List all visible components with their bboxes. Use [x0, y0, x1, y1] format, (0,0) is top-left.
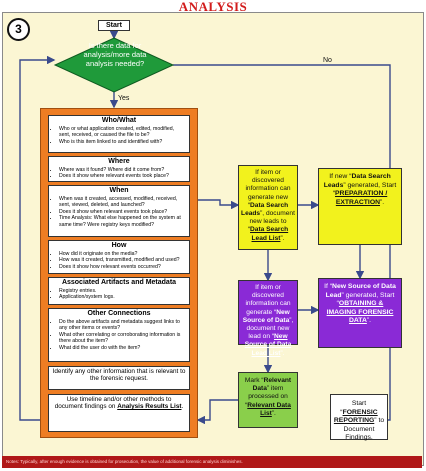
yellow-box-start-preparation: If new “Data Search Leads” generated, St…	[318, 168, 402, 245]
yellow-box-data-search-leads: If item or discovered information can ge…	[238, 165, 298, 250]
section-artifacts: Associated Artifacts and Metadata Regist…	[48, 277, 190, 305]
section-other-connections: Other Connections Do the above artifacts…	[48, 308, 190, 362]
list-item: Time Analysis: What else happened on the…	[59, 215, 186, 228]
data-search-lead-list-link: Data Search Lead List	[250, 226, 289, 242]
white-box-forensic-reporting: Start “FORENSIC REPORTING” to Document F…	[330, 394, 388, 441]
section-title: How	[111, 242, 127, 249]
list-item: Who or what application created, edited,…	[59, 126, 186, 139]
list-item: Where was it found? Where did it come fr…	[59, 167, 186, 173]
preparation-extraction-link: PREPARATION / EXTRACTION	[335, 190, 388, 206]
list-item: What did the user do with the item?	[59, 345, 186, 351]
section-where: Where Where was it found? Where did it c…	[48, 156, 190, 182]
section-how: How How did it originate on the media? H…	[48, 240, 190, 274]
list-item: How was it created, transmitted, modifie…	[59, 257, 186, 263]
identify-box: Identify any other information that is r…	[48, 366, 190, 390]
new-source-lead-list-link: New Source of Data Lead List	[244, 333, 292, 357]
list-item: Does it show where relevant events took …	[59, 173, 186, 179]
list-item: Do the above artifacts and metadata sugg…	[59, 319, 186, 332]
section-title: Associated Artifacts and Metadata	[61, 279, 177, 286]
obtaining-imaging-link: OBTAINING & IMAGING FORENSIC DATA	[326, 300, 394, 324]
section-title: Other Connections	[87, 310, 151, 317]
list-item: When was it created, accessed, modified,…	[59, 196, 186, 209]
page-title: ANALYSIS	[178, 0, 248, 14]
start-box: Start	[98, 20, 130, 31]
purple-box-new-source-of-data: If item or discovered information can ge…	[238, 280, 298, 357]
list-item: Who is this item linked to and identifie…	[59, 139, 186, 145]
list-item: Registry entries.	[59, 288, 186, 294]
timeline-text: Use timeline and/or other methods to doc…	[54, 396, 184, 411]
forensic-reporting-link: FORENSIC REPORTING	[333, 408, 378, 425]
decision-text: Is there data for analysis/more data ana…	[83, 41, 147, 68]
analysis-results-link: Analysis Results List	[117, 403, 182, 411]
list-item: Does it show when relevant events took p…	[59, 209, 186, 215]
section-who-what: Who/What Who or what application created…	[48, 115, 190, 153]
green-box-relevant-data: Mark “Relevant Data” item processed on “…	[238, 372, 298, 428]
timeline-box: Use timeline and/or other methods to doc…	[48, 394, 190, 432]
list-item: Application/system logs.	[59, 294, 186, 300]
step-number: 3	[7, 18, 30, 41]
identify-text: Identify any other information that is r…	[52, 368, 186, 383]
list-item: Does it show how relevant events occurre…	[59, 264, 186, 270]
yes-label: Yes	[118, 95, 130, 102]
footer-note: Notes: Typically, after enough evidence …	[2, 456, 422, 468]
no-label: No	[323, 57, 332, 64]
section-when: When When was it created, accessed, modi…	[48, 185, 190, 237]
section-title: Who/What	[101, 117, 137, 124]
section-title: When	[109, 187, 129, 194]
relevant-data-list-link: Relevant Data List	[247, 401, 291, 417]
list-item: How did it originate on the media?	[59, 251, 186, 257]
section-title: Where	[108, 158, 130, 165]
purple-box-start-obtaining-imaging: If “New Source of Data Lead” generated, …	[318, 278, 402, 348]
list-item: What other correlating or corroborating …	[59, 332, 186, 345]
